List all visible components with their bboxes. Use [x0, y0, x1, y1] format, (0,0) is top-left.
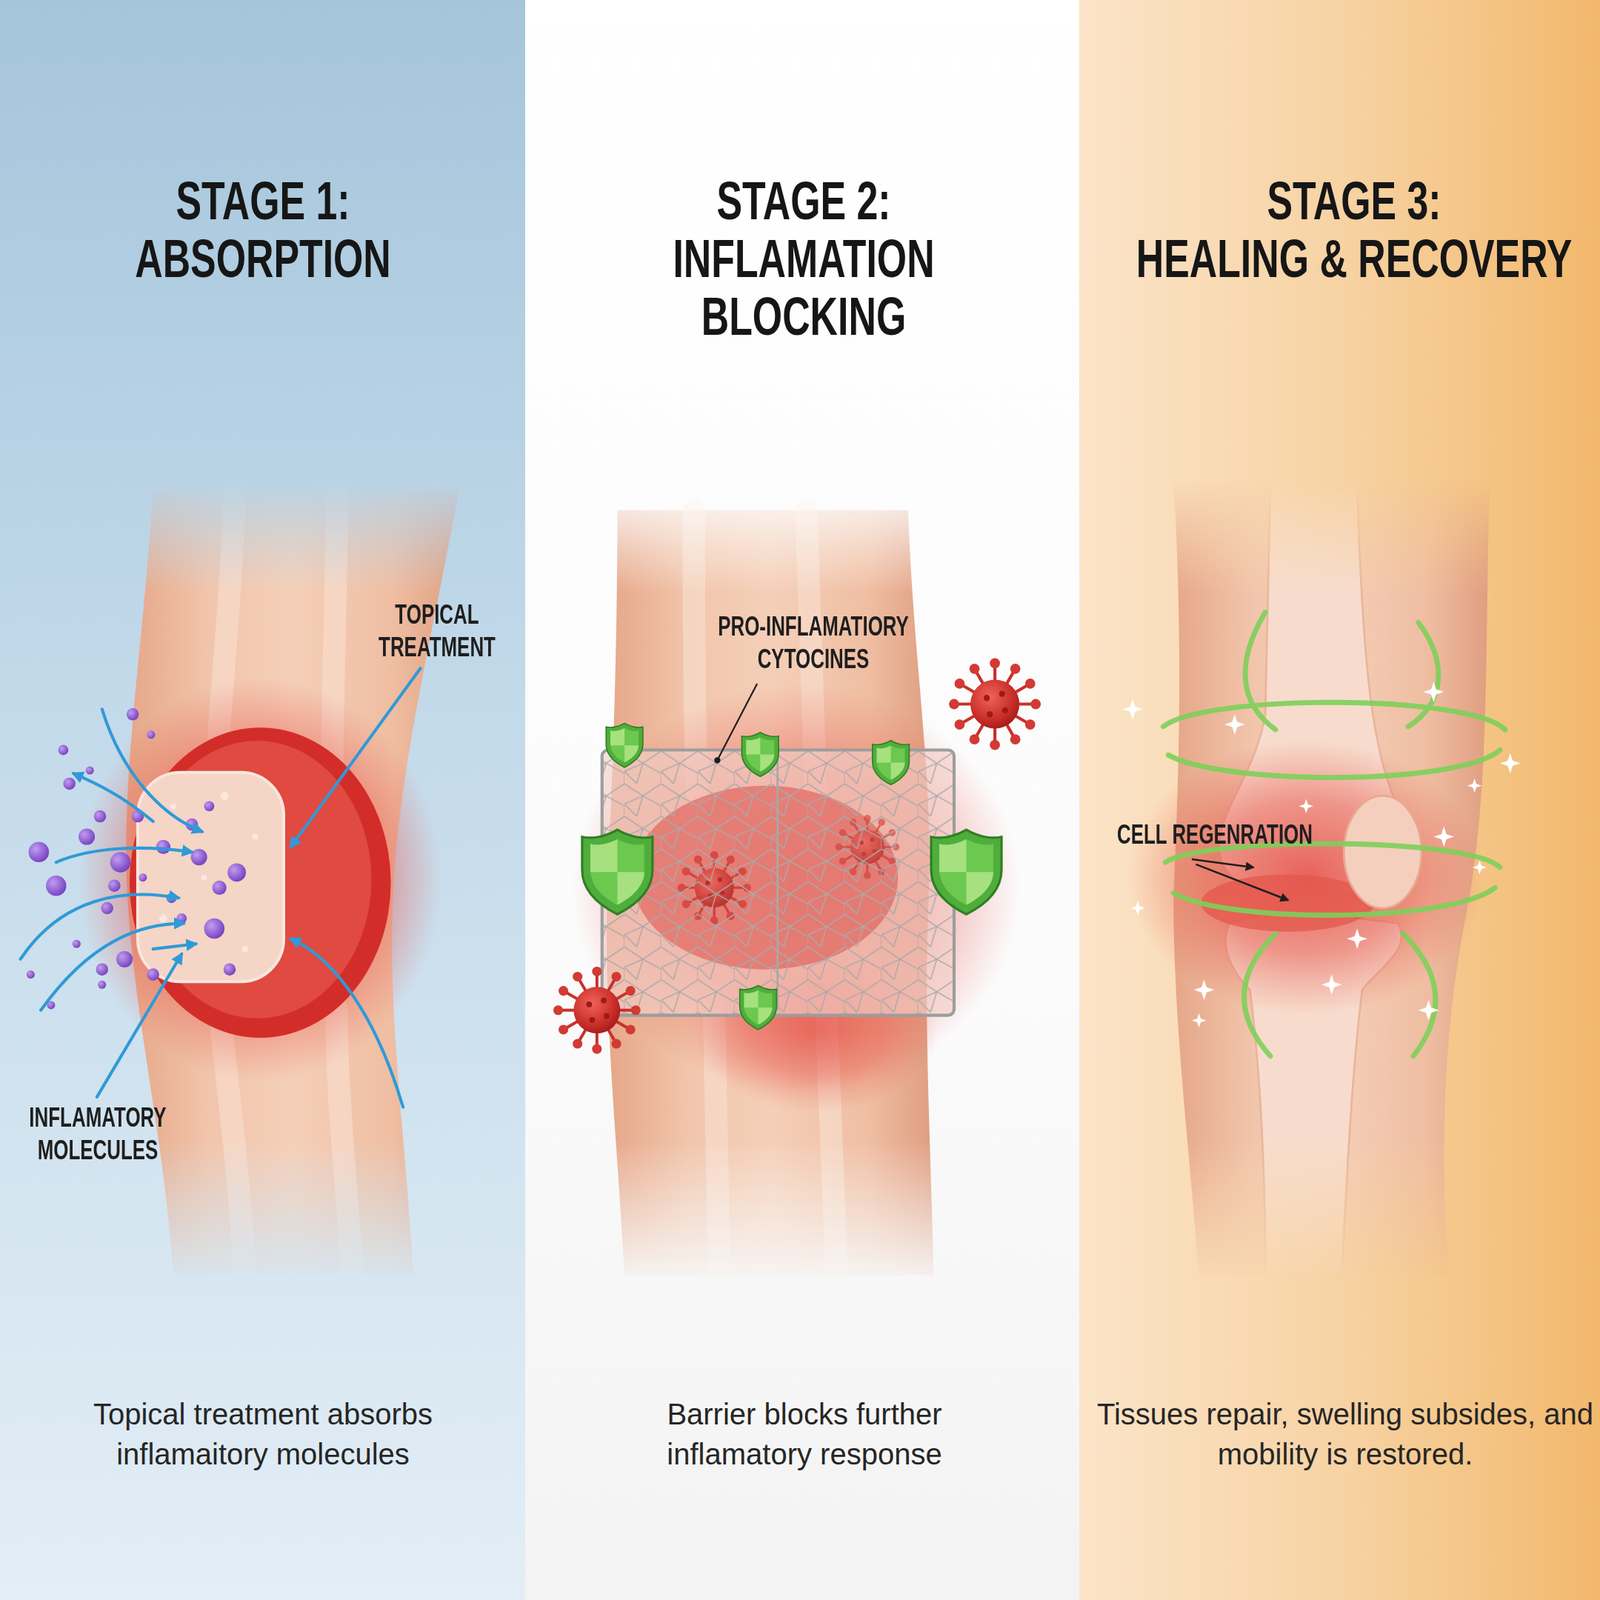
line-spacer — [1119, 171, 1243, 202]
stage-title: STAGE 1: ABSORPTION — [97, 171, 429, 288]
stage-panel: STAGE 3: HEALING & RECOVERY Tissues repai… — [1079, 0, 1600, 1600]
stage-caption: Topical treatment absorbs inflamaitory m… — [55, 1394, 471, 1475]
stage-caption: Barrier blocks further inflamatory respo… — [626, 1394, 983, 1475]
callout-label: TOPICAL TREATMENT — [367, 598, 506, 664]
stage-title: STAGE 3: HEALING & RECOVERY — [1119, 171, 1589, 288]
stage-caption: Tissues repair, swelling subsides, and m… — [1093, 1394, 1598, 1475]
stage-title-text: STAGE 3: HEALING & RECOVERY — [1136, 171, 1573, 289]
stage-title-text: STAGE 1: ABSORPTION — [134, 171, 392, 289]
line-spacer — [1465, 171, 1589, 202]
callout-label: INFLAMATORY MOLECULES — [17, 1101, 178, 1167]
stage-title: STAGE 2: INFLAMATION BLOCKING — [638, 171, 969, 346]
callout-label: CELL REGENRATION — [1102, 818, 1327, 852]
stage-panel: STAGE 2: INFLAMATION BLOCKING Barrier blo… — [525, 0, 1080, 1600]
callout-label: PRO-INFLAMATIORY CYTOCINES — [706, 610, 920, 676]
stage-panel: STAGE 1: ABSORPTION Topical treatment abs… — [0, 0, 526, 1600]
stage-title-text: STAGE 2: INFLAMATION BLOCKING — [672, 171, 935, 346]
